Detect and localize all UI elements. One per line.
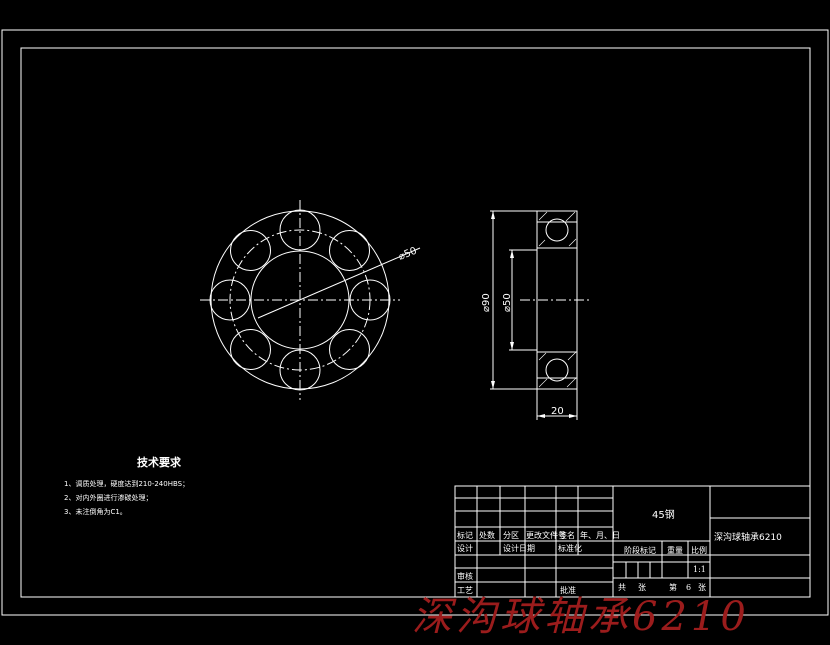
section-ball-top <box>545 218 569 242</box>
label-zhongliang: 重量 <box>667 545 683 555</box>
ball <box>230 230 271 271</box>
label-sheji: 设计 <box>457 543 473 553</box>
material: 45钢 <box>652 508 675 521</box>
outer-diameter-label: ⌀90 <box>481 293 492 312</box>
sheet-number: 6 <box>686 583 691 592</box>
title-block: 标记 处数 分区 更改文件号 签名 年、月、日 设计 设计日期 标准化 审核 工… <box>454 485 811 598</box>
label-biaozhunhua: 标准化 <box>558 543 582 553</box>
ball <box>329 230 370 271</box>
tech-item: 1、调质处理，硬度达到210-240HBS； <box>64 479 189 488</box>
section-ball-bottom <box>545 358 569 382</box>
label-shejiriqi: 设计日期 <box>503 543 535 553</box>
label-biaoji: 标记 <box>457 530 473 540</box>
label-bili: 比例 <box>691 545 707 555</box>
diameter-leader <box>257 247 421 319</box>
section-hatching <box>538 211 577 388</box>
inner-border <box>20 47 811 598</box>
label-shenhe: 审核 <box>457 571 473 581</box>
label-di: 第 <box>669 582 677 592</box>
ball <box>230 329 271 370</box>
watermark: 深沟球轴承6210 <box>412 594 750 640</box>
label-jieduan: 阶段标记 <box>624 545 656 555</box>
width-label: 20 <box>551 406 564 417</box>
part-name: 深沟球轴承6210 <box>714 531 782 543</box>
label-gong: 共 <box>618 583 626 592</box>
label-chushu: 处数 <box>479 530 495 540</box>
tech-item: 3、未注倒角为C1。 <box>64 507 127 516</box>
tech-requirements: 技术要求 1、调质处理，硬度达到210-240HBS； 2、对内外圈进行渗碳处理… <box>64 455 189 516</box>
label-fenqu: 分区 <box>503 531 519 540</box>
label-zhang2: 张 <box>698 583 706 592</box>
label-gengai: 更改文件号 <box>526 530 566 540</box>
label-zhang: 张 <box>638 583 646 592</box>
section-view: ⌀90 ⌀50 20 <box>481 210 590 420</box>
inner-diameter-label: ⌀50 <box>397 246 419 263</box>
bore-label: ⌀50 <box>502 293 513 312</box>
label-pizhun: 批准 <box>560 585 576 595</box>
tech-item: 2、对内外圈进行渗碳处理； <box>64 493 152 502</box>
scale-value: 1:1 <box>693 565 706 574</box>
outer-border <box>1 29 829 616</box>
label-qianming: 签名 <box>559 530 575 540</box>
tech-title: 技术要求 <box>137 455 182 469</box>
label-gongyi: 工艺 <box>457 586 473 595</box>
label-date: 年、月、日 <box>580 530 620 540</box>
ball <box>329 329 370 370</box>
front-view: ⌀50 <box>200 200 421 400</box>
